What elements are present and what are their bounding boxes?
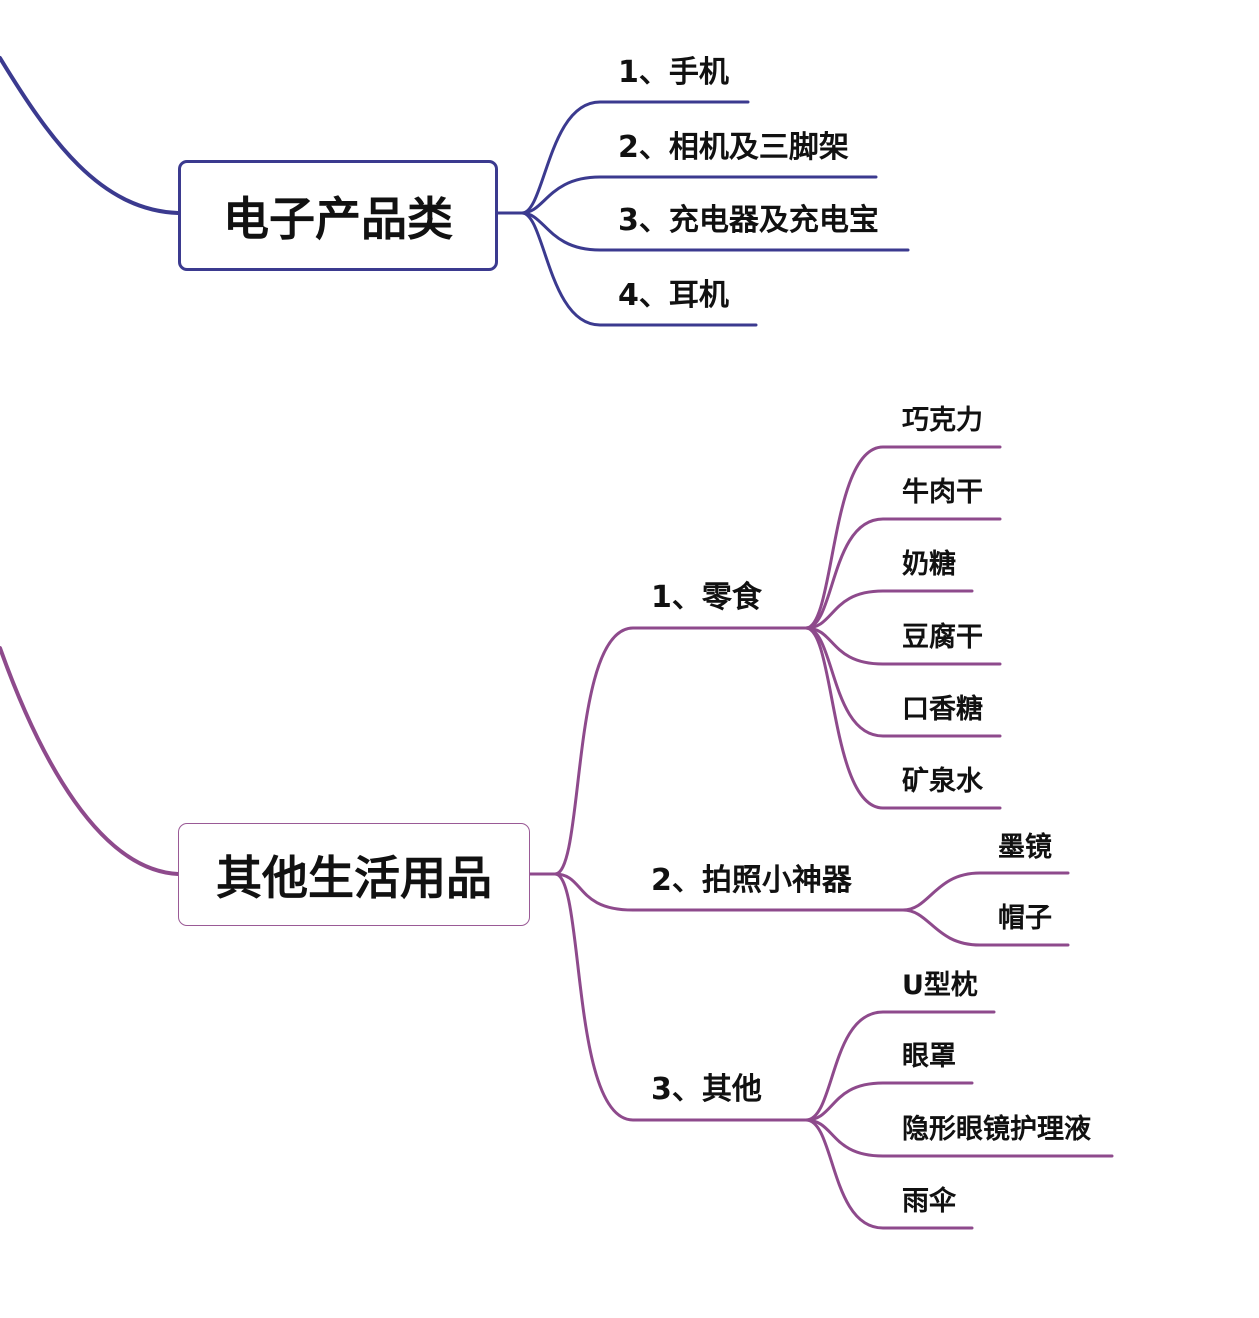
gadget-sunglasses[interactable]: 墨镜 (998, 832, 1052, 863)
misc-contact-lens-solution[interactable]: 隐形眼镜护理液 (902, 1114, 1091, 1145)
misc-umbrella[interactable]: 雨伞 (902, 1186, 956, 1217)
topic-electronics-title: 电子产品类 (223, 191, 453, 246)
other-connectors (0, 445, 1114, 1230)
snack-beef-jerky[interactable]: 牛肉干 (902, 477, 983, 508)
electronics-item-camera[interactable]: 2、相机及三脚架 (618, 130, 849, 165)
topic-other-title: 其他生活用品 (216, 850, 492, 905)
snack-chewing-gum[interactable]: 口香糖 (902, 694, 983, 725)
snack-chocolate[interactable]: 巧克力 (902, 405, 983, 436)
misc-u-pillow[interactable]: U型枕 (902, 970, 978, 1001)
group-photo-gadgets[interactable]: 2、拍照小神器 (651, 863, 852, 898)
topic-electronics[interactable]: 电子产品类 (178, 160, 498, 271)
snack-mineral-water[interactable]: 矿泉水 (902, 766, 983, 797)
misc-eye-mask[interactable]: 眼罩 (902, 1041, 956, 1072)
electronics-item-charger[interactable]: 3、充电器及充电宝 (618, 203, 879, 238)
electronics-item-earphones[interactable]: 4、耳机 (618, 278, 729, 313)
electronics-connectors (0, 56, 910, 327)
electronics-item-phone[interactable]: 1、手机 (618, 55, 729, 90)
topic-other-supplies[interactable]: 其他生活用品 (178, 823, 530, 926)
snack-milk-candy[interactable]: 奶糖 (902, 549, 956, 580)
group-snacks[interactable]: 1、零食 (651, 580, 762, 615)
snack-dried-tofu[interactable]: 豆腐干 (902, 622, 983, 653)
group-misc[interactable]: 3、其他 (651, 1072, 762, 1107)
gadget-hat[interactable]: 帽子 (998, 903, 1052, 934)
